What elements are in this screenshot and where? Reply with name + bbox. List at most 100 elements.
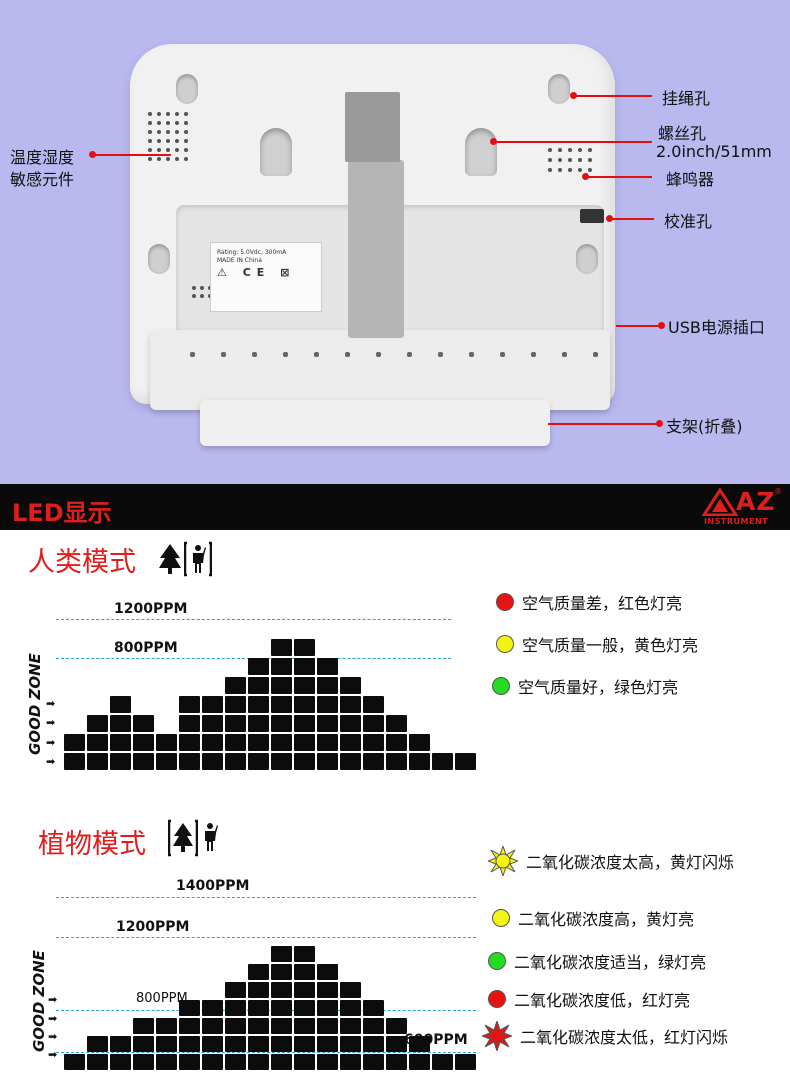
logo-subtitle: INSTRUMENT [704, 517, 769, 526]
human-led-cell [294, 677, 315, 694]
plant-led-cell [317, 1000, 338, 1016]
callout-line-buzzer [586, 176, 652, 178]
plant-line-1200 [56, 937, 476, 938]
human-led-cell [87, 715, 108, 732]
callout-line-calibration [610, 218, 654, 220]
rating-plate: Rating: 5.0Vdc, 300mA MADE IN China ⚠ CE… [210, 242, 322, 312]
human-led-cell [271, 677, 292, 694]
human-led-cell [87, 734, 108, 751]
human-led-cell [179, 734, 200, 751]
human-legend-red-text: 空气质量差，红色灯亮 [522, 594, 683, 613]
yellow-flashing-led-icon [488, 846, 518, 876]
human-led-cell [271, 753, 292, 770]
plant-led-cell [386, 1018, 407, 1034]
plant-line-600 [56, 1052, 476, 1053]
human-led-cell [110, 734, 131, 751]
plant-led-cell [225, 1018, 246, 1034]
human-led-cell [340, 677, 361, 694]
human-led-cell [271, 734, 292, 751]
plant-led-cell [225, 1000, 246, 1016]
plant-led-cell [225, 1036, 246, 1052]
lanyard-hole-left [176, 74, 198, 104]
callout-line-lanyard [574, 95, 652, 97]
led-display-title: LED显示 [12, 499, 112, 527]
human-mode-icons [158, 541, 212, 577]
human-led-cell [317, 753, 338, 770]
human-led-cell [271, 658, 292, 675]
sensor-vent-dots [148, 112, 188, 161]
stand-holes [190, 352, 598, 357]
plant-led-cell [363, 1018, 384, 1034]
human-led-cell [133, 734, 154, 751]
plant-led-cell [294, 1054, 315, 1070]
callout-dot-buzzer [582, 173, 589, 180]
plant-led-cell [133, 1018, 154, 1034]
human-led-cell [248, 658, 269, 675]
human-led-cell [340, 753, 361, 770]
human-led-cell [110, 753, 131, 770]
screw-keyhole-right [465, 128, 497, 176]
plant-led-cell [248, 964, 269, 980]
plant-led-cell [294, 982, 315, 998]
velcro-strap-lower [348, 160, 404, 338]
plant-mode-icons [168, 819, 220, 857]
plant-led-cell [294, 1000, 315, 1016]
human-legend-green-text: 空气质量好，绿色灯亮 [518, 678, 679, 697]
callout-dot-screw [490, 138, 497, 145]
product-photo: Rating: 5.0Vdc, 300mA MADE IN China ⚠ CE… [0, 0, 790, 484]
buzzer-vent-dots [548, 148, 592, 172]
callout-dot-calibration [606, 215, 613, 222]
human-led-cell [294, 696, 315, 713]
human-led-cell [340, 696, 361, 713]
plant-led-cell [248, 1054, 269, 1070]
human-led-cell [317, 658, 338, 675]
human-led-cell [294, 753, 315, 770]
logo-triangle-icon [702, 488, 738, 516]
human-led-cell [432, 753, 453, 770]
plant-arrow-icon-1: ➡ [48, 993, 58, 1006]
plant-led-cell [455, 1054, 476, 1070]
callout-dot-usb [658, 322, 665, 329]
human-led-cell [248, 677, 269, 694]
plant-legend-yellow: 二氧化碳浓度高，黄灯亮 [492, 906, 694, 930]
plant-led-cell [271, 1018, 292, 1034]
human-led-cell [317, 715, 338, 732]
human-led-cell [363, 715, 384, 732]
plant-led-cell [317, 1018, 338, 1034]
plant-led-cell [363, 1000, 384, 1016]
callout-dot-lanyard [570, 92, 577, 99]
callout-line-usb [616, 325, 662, 327]
plant-led-cell [340, 1036, 361, 1052]
certification-symbols: ⚠ CE ⊠ [217, 266, 296, 279]
human-led-cell [317, 696, 338, 713]
tree-icon [159, 544, 181, 574]
plant-led-cell [294, 1036, 315, 1052]
plant-line-1400 [56, 897, 476, 898]
plant-led-cell [317, 1036, 338, 1052]
human-led-cell [156, 753, 177, 770]
plant-led-cell [87, 1054, 108, 1070]
human-led-cell [248, 696, 269, 713]
plant-led-cell [340, 1054, 361, 1070]
plant-led-cell [202, 1018, 223, 1034]
rating-text: Rating: 5.0Vdc, 300mA [217, 249, 287, 256]
plant-led-cell [156, 1018, 177, 1034]
human-level-1200: 1200PPM [114, 601, 188, 617]
human-led-cell [271, 696, 292, 713]
human-led-cell [294, 639, 315, 656]
plant-led-cell [294, 1018, 315, 1034]
lanyard-hole-right [548, 74, 570, 104]
plant-legend-red-text: 二氧化碳浓度低，红灯亮 [514, 991, 691, 1010]
human-led-cell [363, 734, 384, 751]
human-led-cell [133, 753, 154, 770]
plant-led-cell [386, 1036, 407, 1052]
human-led-cell [363, 696, 384, 713]
plant-led-cell [202, 1036, 223, 1052]
logo-text: AZ [736, 487, 776, 516]
plant-legend-red: 二氧化碳浓度低，红灯亮 [488, 987, 690, 1011]
green-led-icon [488, 952, 506, 970]
mount-hole-left [148, 244, 170, 274]
plant-level-800: 800PPM [136, 991, 188, 1006]
callout-line-screw [494, 141, 652, 143]
plant-led-cell [225, 1054, 246, 1070]
